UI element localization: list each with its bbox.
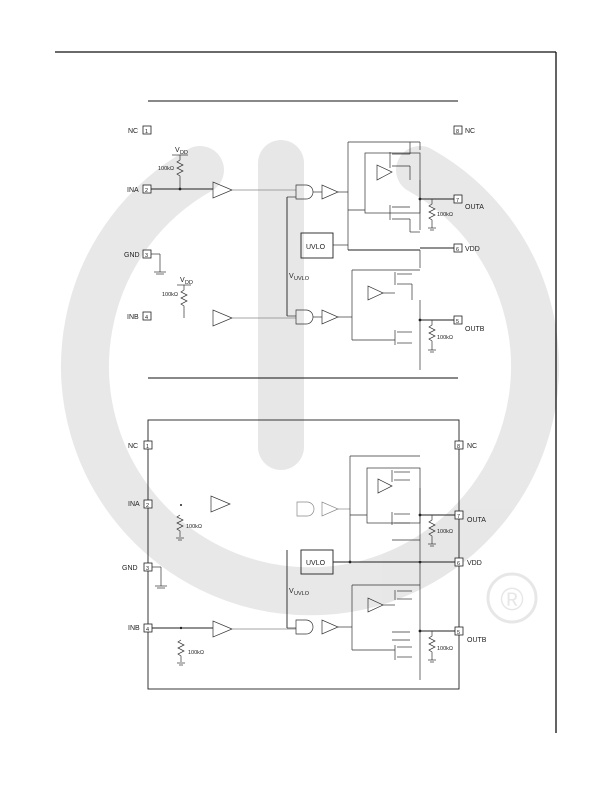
- pin-4: INB 4: [127, 311, 152, 321]
- diagram2-block: NC 1 INA 2 GND 3 INB 4 8 NC 7 OUTA: [122, 419, 487, 690]
- svg-text:V: V: [289, 588, 294, 595]
- pin-3: GND 3: [124, 249, 152, 259]
- ina-resistor-2: 100kΩ: [176, 514, 202, 541]
- svg-text:2: 2: [145, 188, 148, 194]
- ina-pullup-resistor: V DD 100kΩ: [158, 147, 188, 189]
- svg-text:4: 4: [145, 315, 148, 321]
- inb-resistor-2: 100kΩ: [177, 639, 204, 666]
- svg-text:UVLO: UVLO: [294, 591, 310, 597]
- pin-8: 8 NC: [454, 440, 477, 450]
- watermark-logo: ®: [61, 140, 559, 624]
- svg-text:8: 8: [456, 129, 459, 135]
- svg-text:VDD: VDD: [465, 246, 480, 253]
- svg-text:NC: NC: [467, 443, 477, 450]
- svg-text:4: 4: [146, 627, 149, 633]
- svg-text:100kΩ: 100kΩ: [437, 212, 453, 218]
- svg-text:UVLO: UVLO: [294, 276, 310, 282]
- ina-buffer-2: [210, 495, 231, 513]
- svg-text:6: 6: [456, 247, 459, 253]
- svg-text:6: 6: [457, 561, 460, 567]
- svg-text:100kΩ: 100kΩ: [437, 646, 453, 652]
- svg-text:1: 1: [145, 129, 148, 135]
- uvlo-block-1: [300, 232, 334, 259]
- diagram2-frame: [147, 419, 460, 690]
- svg-text:5: 5: [457, 630, 460, 636]
- pin-6: 6 VDD: [454, 557, 482, 567]
- output-stage-b-2: 100kΩ: [351, 562, 455, 680]
- svg-text:100kΩ: 100kΩ: [437, 529, 453, 535]
- svg-text:100kΩ: 100kΩ: [158, 166, 174, 172]
- svg-text:GND: GND: [124, 252, 140, 259]
- svg-text:INA: INA: [127, 187, 139, 194]
- svg-text:INB: INB: [128, 625, 140, 632]
- ina-buffer: [212, 181, 233, 199]
- pin-5: 5 OUTB: [454, 626, 487, 644]
- diagram1-block: NC 1 INA 2 GND 3 INB 4 8 NC 7 OUTA: [124, 125, 485, 370]
- driver-b: [321, 309, 339, 325]
- pin-2: INA 2: [128, 499, 153, 509]
- svg-text:DD: DD: [185, 280, 193, 286]
- svg-text:DD: DD: [180, 150, 188, 156]
- svg-text:7: 7: [457, 514, 460, 520]
- svg-text:INA: INA: [128, 501, 140, 508]
- pin-4: INB 4: [128, 623, 153, 633]
- svg-text:OUTB: OUTB: [465, 326, 485, 333]
- uvlo-label-2: UVLO: [306, 560, 326, 567]
- gnd-symbol-1: [151, 253, 166, 275]
- driver-b-2: [321, 619, 339, 635]
- svg-text:V: V: [289, 273, 294, 280]
- svg-text:V: V: [175, 147, 180, 154]
- svg-text:100kΩ: 100kΩ: [437, 335, 453, 341]
- pin-5: 5 OUTB: [453, 315, 485, 333]
- registered-mark: ®: [500, 581, 524, 617]
- svg-text:VDD: VDD: [467, 560, 482, 567]
- output-stage-a-2: 100kΩ: [349, 455, 455, 562]
- driver-a: [321, 184, 339, 200]
- svg-text:2: 2: [146, 503, 149, 509]
- output-stage-a: 100kΩ: [348, 141, 454, 233]
- and-gate-b-2: [295, 619, 314, 635]
- svg-text:100kΩ: 100kΩ: [162, 292, 178, 298]
- pin-8: 8 NC: [453, 125, 475, 135]
- inb-buffer: [212, 309, 233, 327]
- svg-text:OUTB: OUTB: [467, 637, 487, 644]
- svg-text:8: 8: [457, 444, 460, 450]
- svg-text:5: 5: [456, 319, 459, 325]
- svg-text:GND: GND: [122, 565, 138, 572]
- svg-text:OUTA: OUTA: [465, 204, 484, 211]
- svg-text:V: V: [180, 277, 185, 284]
- uvlo-label-1: UVLO: [306, 244, 326, 251]
- and-gate-a-2: [296, 501, 315, 517]
- pin-6: 6 VDD: [453, 243, 480, 253]
- and-gate-a: [295, 184, 314, 200]
- inb-resistor: V DD 100kΩ: [162, 277, 193, 318]
- pin-3: GND 3: [122, 562, 153, 572]
- svg-text:100kΩ: 100kΩ: [186, 524, 202, 530]
- pin-1: NC 1: [128, 125, 152, 135]
- svg-text:3: 3: [145, 253, 148, 259]
- svg-text:NC: NC: [465, 128, 475, 135]
- svg-text:7: 7: [456, 198, 459, 204]
- svg-text:INB: INB: [127, 314, 139, 321]
- svg-text:OUTA: OUTA: [467, 517, 486, 524]
- svg-text:3: 3: [146, 566, 149, 572]
- and-gate-b: [295, 309, 314, 325]
- output-stage-b: 100kΩ: [352, 269, 454, 370]
- svg-text:NC: NC: [128, 128, 138, 135]
- pin-1: NC 1: [128, 440, 153, 450]
- svg-text:100kΩ: 100kΩ: [188, 650, 204, 656]
- gnd-symbol-2: [152, 566, 167, 589]
- driver-a-2: [321, 501, 339, 517]
- svg-text:NC: NC: [128, 443, 138, 450]
- inb-buffer-2: [212, 620, 233, 638]
- svg-text:1: 1: [146, 444, 149, 450]
